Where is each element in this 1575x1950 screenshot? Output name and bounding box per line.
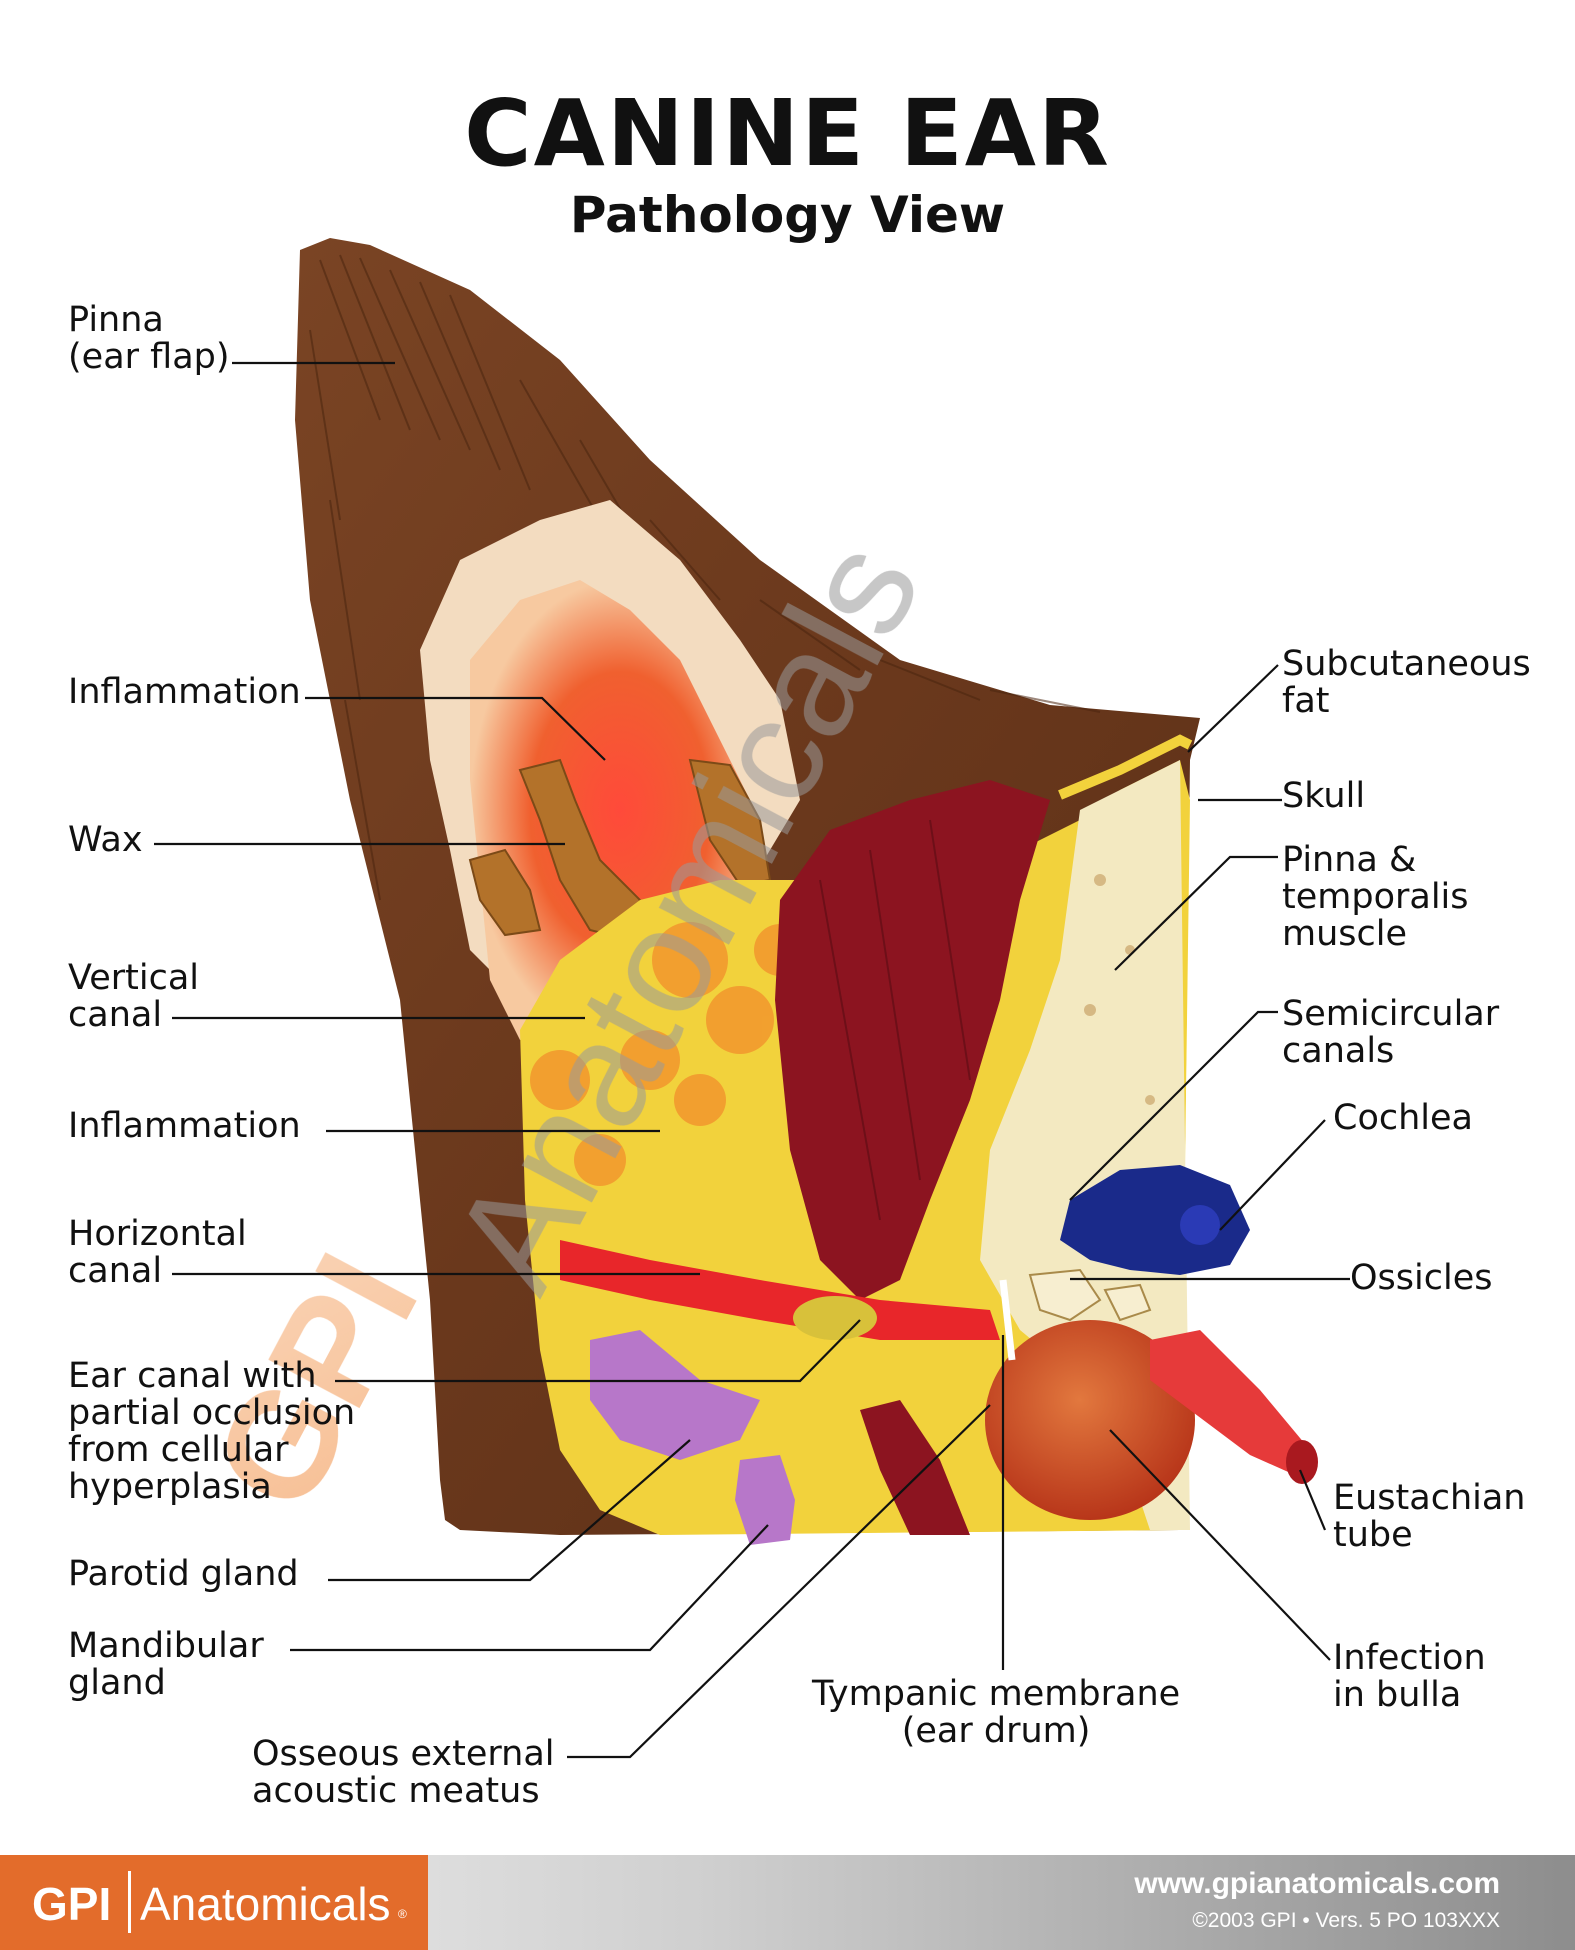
label-mandibular-gland: Mandibular gland bbox=[68, 1626, 264, 1703]
label-semicircular-canals: Semicircular canals bbox=[1282, 994, 1500, 1071]
ossicles bbox=[1028, 1268, 1152, 1322]
brand-separator bbox=[128, 1871, 131, 1933]
label-subcutaneous-fat: Subcutaneous fat bbox=[1282, 644, 1531, 721]
brand-name: Anatomicals bbox=[140, 1878, 391, 1930]
label-infection-bulla: Infection in bulla bbox=[1333, 1638, 1486, 1715]
page-subtitle: Pathology View bbox=[569, 186, 1006, 244]
label-pinna-temporalis: Pinna & temporalis muscle bbox=[1282, 840, 1469, 954]
label-parotid-gland: Parotid gland bbox=[68, 1554, 299, 1594]
label-horizontal-canal: Horizontal canal bbox=[68, 1214, 247, 1291]
label-skull: Skull bbox=[1282, 776, 1366, 816]
footer-copyright: ©2003 GPI • Vers. 5 PO 103XXX bbox=[1192, 1909, 1500, 1932]
tympanic-membrane-shape bbox=[999, 1279, 1016, 1361]
mandibular-gland-shape bbox=[735, 1455, 795, 1545]
footer-bar: GPI Anatomicals ® www.gpianatomicals.com… bbox=[0, 1855, 1575, 1950]
subcutaneous-fat-edge bbox=[1058, 734, 1193, 800]
horizontal-ear-canal bbox=[560, 1240, 1000, 1340]
canal-occlusion bbox=[793, 1296, 877, 1340]
label-vertical-canal: Vertical canal bbox=[68, 958, 200, 1035]
label-cochlea: Cochlea bbox=[1333, 1098, 1473, 1138]
footer-url-link[interactable]: www.gpianatomicals.com bbox=[1134, 1867, 1500, 1900]
cochlea bbox=[1060, 1165, 1250, 1275]
brand-gpi: GPI bbox=[32, 1878, 112, 1930]
temporalis-muscle bbox=[775, 780, 1050, 1300]
label-inflammation-top: Inflammation bbox=[68, 672, 301, 712]
label-tympanic-membrane: Tympanic membrane (ear drum) bbox=[812, 1674, 1181, 1751]
label-pinna: Pinna (ear flap) bbox=[68, 300, 230, 377]
label-eustachian-tube: Eustachian tube bbox=[1333, 1478, 1526, 1555]
footer-brand-block: GPI Anatomicals ® bbox=[0, 1855, 428, 1950]
label-osseous-meatus: Osseous external acoustic meatus bbox=[252, 1734, 555, 1811]
label-inflammation-mid: Inflammation bbox=[68, 1106, 301, 1146]
page-title: CANINE EAR bbox=[464, 80, 1111, 187]
tympanic-bulla-infection bbox=[985, 1320, 1195, 1520]
wax-deposits bbox=[468, 758, 772, 942]
label-wax: Wax bbox=[68, 820, 143, 860]
parotid-gland-shape bbox=[590, 1330, 760, 1460]
label-ear-canal-occlusion: Ear canal with partial occlusion from ce… bbox=[68, 1356, 356, 1507]
registered-mark-icon: ® bbox=[398, 1907, 407, 1921]
eustachian-tube bbox=[1150, 1330, 1310, 1475]
label-ossicles: Ossicles bbox=[1350, 1258, 1493, 1298]
leader-lines bbox=[154, 361, 1350, 1759]
